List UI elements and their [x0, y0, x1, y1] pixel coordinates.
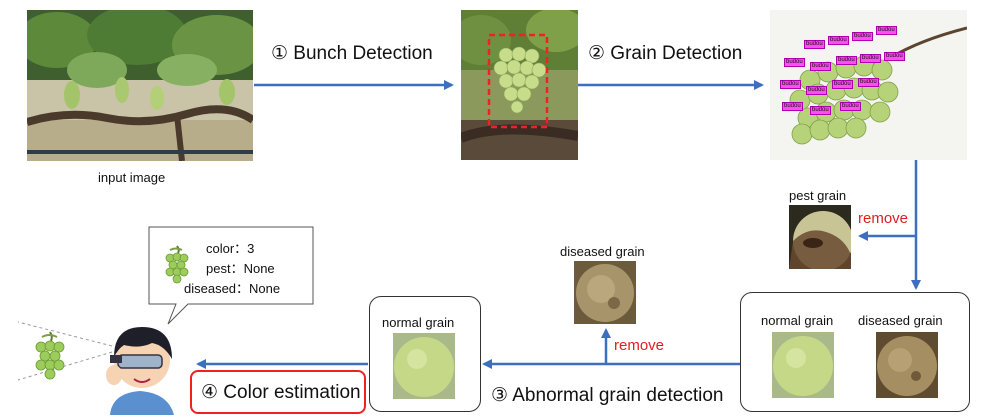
step4-color-estimation-label: ④ Color estimation: [201, 382, 361, 403]
input-image-caption: input image: [98, 170, 166, 185]
detection-tag: budou: [832, 80, 853, 89]
normal-grain-caption-left: normal grain: [382, 315, 455, 330]
diseased-grain-photo-right: [876, 332, 938, 398]
step2-grain-detection-label: ② Grain Detection: [588, 43, 743, 64]
detection-tag: budou: [836, 56, 857, 65]
detection-tag: budou: [810, 106, 831, 115]
step1-bunch-detection-label: ① Bunch Detection: [271, 43, 433, 64]
color-result-text: color：3: [206, 241, 255, 256]
color-estimation-highlight: [190, 370, 366, 414]
diseased-grain-caption-top: diseased grain: [560, 244, 645, 259]
pest-result-text: pest：None: [206, 261, 275, 276]
detection-tag: budou: [804, 40, 825, 49]
bunch-crop-photo: [461, 10, 578, 160]
detection-tag: budou: [876, 26, 897, 35]
grape-icon: [162, 244, 192, 284]
detection-tag: budou: [884, 52, 905, 61]
speech-bubble-shape: [148, 226, 314, 325]
normal-grain-photo-left: [393, 333, 455, 399]
pest-grain-photo: [789, 205, 851, 269]
detection-tag: budou: [858, 78, 879, 87]
detection-tag: budou: [852, 32, 873, 41]
detection-tag: budou: [782, 102, 803, 111]
diseased-result-text: diseased：None: [184, 281, 281, 296]
remove-pest-label: remove: [858, 210, 909, 227]
pest-grain-caption: pest grain: [789, 188, 847, 203]
normal-grain-caption-right: normal grain: [761, 313, 834, 328]
detection-tag: budou: [860, 54, 881, 63]
detection-tag: budou: [828, 36, 849, 45]
input-vineyard-photo: [27, 10, 253, 161]
detection-tag: budou: [810, 62, 831, 71]
diseased-grain-caption-right: diseased grain: [858, 313, 943, 328]
person-smart-glasses-illustration: [100, 315, 190, 415]
detection-tag: budou: [784, 58, 805, 67]
remove-diseased-label: remove: [614, 337, 665, 354]
step3-abnormal-detection-label: ③ Abnormal grain detection: [491, 385, 724, 406]
normal-grain-photo-right: [772, 332, 834, 398]
grape-cluster-icon: [33, 330, 67, 380]
detection-tag: budou: [806, 86, 827, 95]
diseased-grain-photo-top: [574, 261, 636, 324]
detection-tag: budou: [840, 102, 861, 111]
detection-tag: budou: [780, 80, 801, 89]
grain-detection-photo: budou budou budou budou budou budou budo…: [770, 10, 967, 160]
